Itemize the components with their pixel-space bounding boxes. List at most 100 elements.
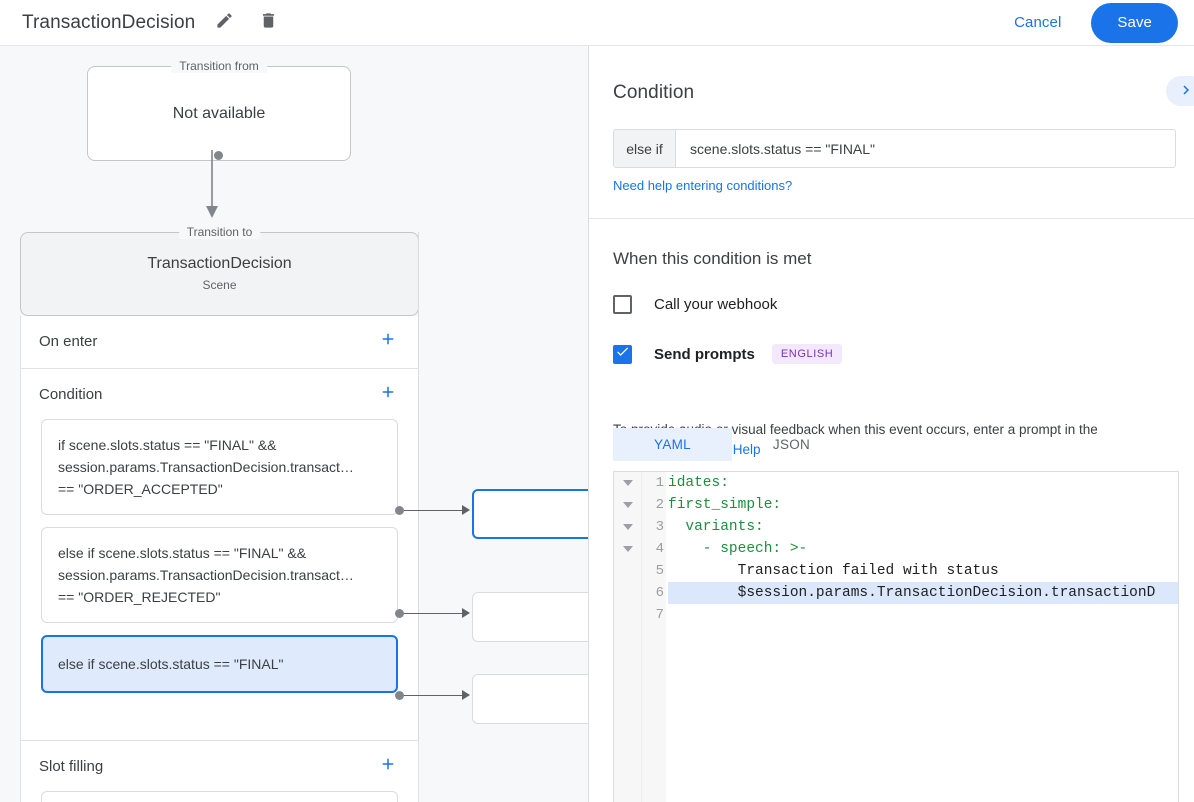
plus-icon (379, 383, 397, 406)
delete-button[interactable] (253, 8, 283, 38)
pane-divider (588, 46, 589, 802)
condition-card-line3: == "ORDER_ACCEPTED" (58, 481, 223, 497)
condition-connector-arrow (462, 505, 470, 515)
fold-toggle[interactable] (614, 472, 641, 494)
line-number: 7 (655, 607, 664, 623)
cancel-button[interactable]: Cancel (1000, 6, 1075, 39)
yaml-code-editor[interactable]: 1 2 3 4 5 6 7 idates: first_simple: vari… (613, 471, 1179, 802)
code-line: first_simple: (668, 497, 782, 513)
line-number: 1 (655, 475, 664, 491)
line-number: 2 (655, 497, 664, 513)
fold-toggle[interactable] (614, 538, 641, 560)
condition-anchor-dot (395, 609, 404, 618)
condition-prefix-label: else if (614, 130, 676, 167)
add-condition-button[interactable] (376, 382, 400, 406)
detail-divider (589, 218, 1194, 219)
call-webhook-label: Call your webhook (654, 296, 778, 313)
code-content[interactable]: idates: first_simple: variants: - speech… (666, 472, 1178, 802)
condition-connector-arrow (462, 690, 470, 700)
condition-card[interactable]: else if scene.slots.status == "FINAL" &&… (41, 527, 398, 623)
condition-card-line2: session.params.TransactionDecision.trans… (58, 567, 354, 583)
condition-target-node[interactable] (472, 674, 588, 724)
when-condition-met-title: When this condition is met (613, 249, 812, 268)
section-slot-filling-title: Slot filling (39, 757, 104, 775)
graph-rail (418, 232, 419, 741)
plus-icon (379, 755, 397, 778)
condition-target-node[interactable] (472, 489, 588, 539)
condition-card-line1: if scene.slots.status == "FINAL" && (58, 437, 277, 453)
editor-format-tabs: YAML JSON (613, 428, 851, 461)
condition-card[interactable]: if scene.slots.status == "FINAL" && sess… (41, 419, 398, 515)
scene-graph-pane: Transition from Not available Transition… (0, 46, 588, 802)
trash-icon (259, 11, 278, 35)
fold-toggle[interactable] (614, 516, 641, 538)
section-on-enter-title: On enter (39, 332, 98, 350)
transition-to-node[interactable]: Transition to TransactionDecision Scene (20, 225, 419, 316)
transition-from-anchor-dot (214, 151, 223, 160)
send-prompts-checkbox[interactable] (613, 344, 632, 364)
condition-help-link[interactable]: Need help entering conditions? (613, 178, 793, 193)
section-slot-filling: Slot filling Slot validation (20, 741, 419, 802)
plus-icon (379, 330, 397, 353)
detail-pane-title: Condition (613, 82, 695, 103)
code-line (668, 604, 1178, 626)
condition-anchor-dot (395, 506, 404, 515)
send-prompts-label: Send prompts (654, 345, 755, 363)
section-condition-header: Condition (21, 369, 418, 419)
add-on-enter-button[interactable] (376, 329, 400, 353)
tab-yaml[interactable]: YAML (613, 428, 732, 461)
condition-card-line1: else if scene.slots.status == "FINAL" && (58, 545, 307, 561)
condition-target-node[interactable] (472, 592, 588, 642)
line-number: 6 (655, 585, 664, 601)
edit-title-button[interactable] (209, 8, 239, 38)
transition-from-legend: Transition from (171, 59, 267, 73)
caret-down-icon (622, 524, 633, 530)
caret-down-icon (622, 546, 633, 552)
condition-card-selected[interactable]: else if scene.slots.status == "FINAL" (41, 635, 398, 693)
condition-card-line1: else if scene.slots.status == "FINAL" (58, 656, 284, 672)
code-line: - speech: >- (668, 541, 808, 557)
save-button[interactable]: Save (1091, 2, 1178, 43)
transition-from-value: Not available (172, 104, 266, 122)
send-prompts-row[interactable]: Send prompts ENGLISH (613, 344, 843, 364)
fold-toggle[interactable] (614, 494, 641, 516)
tab-json[interactable]: JSON (772, 437, 811, 452)
call-webhook-row[interactable]: Call your webhook (613, 295, 777, 314)
section-slot-filling-header: Slot filling (21, 741, 418, 791)
code-line: idates: (668, 475, 729, 491)
code-line: Transaction failed with status (668, 563, 999, 579)
condition-card-line2: session.params.TransactionDecision.trans… (58, 459, 354, 475)
slot-validation-item[interactable]: Slot validation (41, 791, 398, 802)
transition-to-title: TransactionDecision (147, 255, 292, 272)
collapse-panel-button[interactable] (1166, 76, 1194, 106)
condition-connector-arrow (462, 608, 470, 618)
pencil-icon (215, 11, 234, 35)
transition-edge-arrow (206, 150, 218, 218)
condition-anchor-dot (395, 691, 404, 700)
condition-connector-line (404, 695, 464, 696)
header-actions: Cancel Save (1000, 2, 1194, 43)
section-condition-title: Condition (39, 385, 103, 403)
page-title: TransactionDecision (22, 11, 196, 33)
section-on-enter-header: On enter (21, 316, 418, 366)
transition-to-subtitle: Scene (202, 278, 237, 292)
transition-from-node[interactable]: Transition from Not available (87, 59, 351, 161)
add-slot-filling-button[interactable] (376, 754, 400, 778)
language-badge: ENGLISH (771, 344, 843, 364)
condition-connector-line (404, 613, 464, 614)
section-on-enter: On enter (20, 316, 419, 369)
condition-connector-line (404, 510, 464, 511)
section-condition: Condition if scene.slots.status == "FINA… (20, 369, 419, 741)
code-fold-gutter (614, 472, 642, 802)
caret-down-icon (622, 480, 633, 486)
prompt-help-link[interactable]: Help (732, 442, 761, 457)
transition-to-legend: Transition to (178, 225, 261, 239)
code-line: variants: (668, 519, 764, 535)
app-header: TransactionDecision Cancel Save (0, 0, 1194, 46)
condition-expression-row: else if (613, 129, 1176, 168)
code-line-numbers: 1 2 3 4 5 6 7 (642, 472, 666, 802)
condition-expression-input[interactable] (676, 130, 1175, 167)
code-line-active: $session.params.TransactionDecision.tran… (668, 582, 1178, 604)
caret-down-icon (622, 502, 633, 508)
call-webhook-checkbox[interactable] (613, 295, 632, 314)
